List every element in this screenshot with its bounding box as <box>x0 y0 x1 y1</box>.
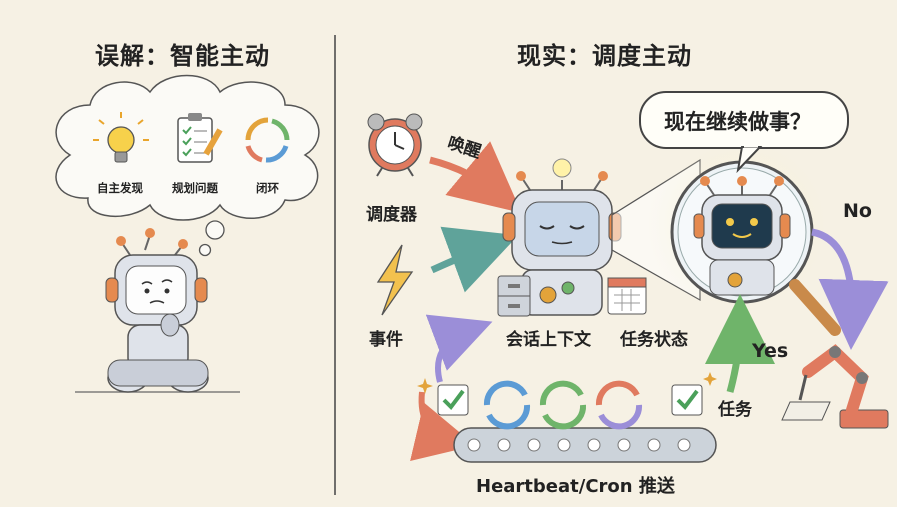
lightbulb-icon <box>93 112 149 163</box>
conveyor-belt <box>453 427 717 463</box>
scheduler-label: 调度器 <box>366 205 417 225</box>
sparkle-icons <box>417 372 717 394</box>
push-label: Heartbeat/Cron 推送 <box>476 476 675 497</box>
thought-label-loop: 闭环 <box>256 181 279 195</box>
yes-label: Yes <box>752 340 789 362</box>
cycle-icon-blue <box>483 380 531 430</box>
event-label: 事件 <box>369 330 403 350</box>
cycle-icon-red <box>595 380 643 430</box>
sleeping-robot <box>502 158 622 316</box>
task-check-left <box>437 384 469 416</box>
thinking-robot <box>75 228 240 393</box>
loop-arrow-up <box>425 314 493 383</box>
speech-text: 现在继续做事？ <box>664 110 811 134</box>
lightning-bolt-icon <box>376 244 414 316</box>
task-state-label: 任务状态 <box>620 330 688 350</box>
speech-bubble <box>639 91 849 174</box>
cycle-icon-green <box>539 380 587 430</box>
event-arrow <box>430 226 519 293</box>
context-label: 会话上下文 <box>506 330 591 350</box>
right-title: 现实：调度主动 <box>517 42 692 70</box>
robotic-arm-icon <box>781 344 889 429</box>
yes-arrow <box>704 294 775 393</box>
loop-arrow-down <box>410 391 476 461</box>
wake-arrow <box>429 141 522 213</box>
calendar-icon <box>607 277 647 315</box>
thought-cloud <box>55 74 320 257</box>
thought-label-discover: 自主发现 <box>97 181 143 195</box>
no-arrow <box>811 228 889 350</box>
file-cabinet-icon <box>497 275 531 317</box>
alarm-clock-icon <box>367 113 423 177</box>
awake-robot <box>693 176 791 296</box>
task-label: 任务 <box>718 400 752 420</box>
task-check-right <box>671 384 703 416</box>
cycle-arrows-icon <box>245 117 290 163</box>
no-label: No <box>843 200 872 222</box>
thought-label-plan: 规划问题 <box>172 181 218 195</box>
left-title: 误解：智能主动 <box>95 42 270 70</box>
clipboard-plan-icon <box>177 113 223 163</box>
